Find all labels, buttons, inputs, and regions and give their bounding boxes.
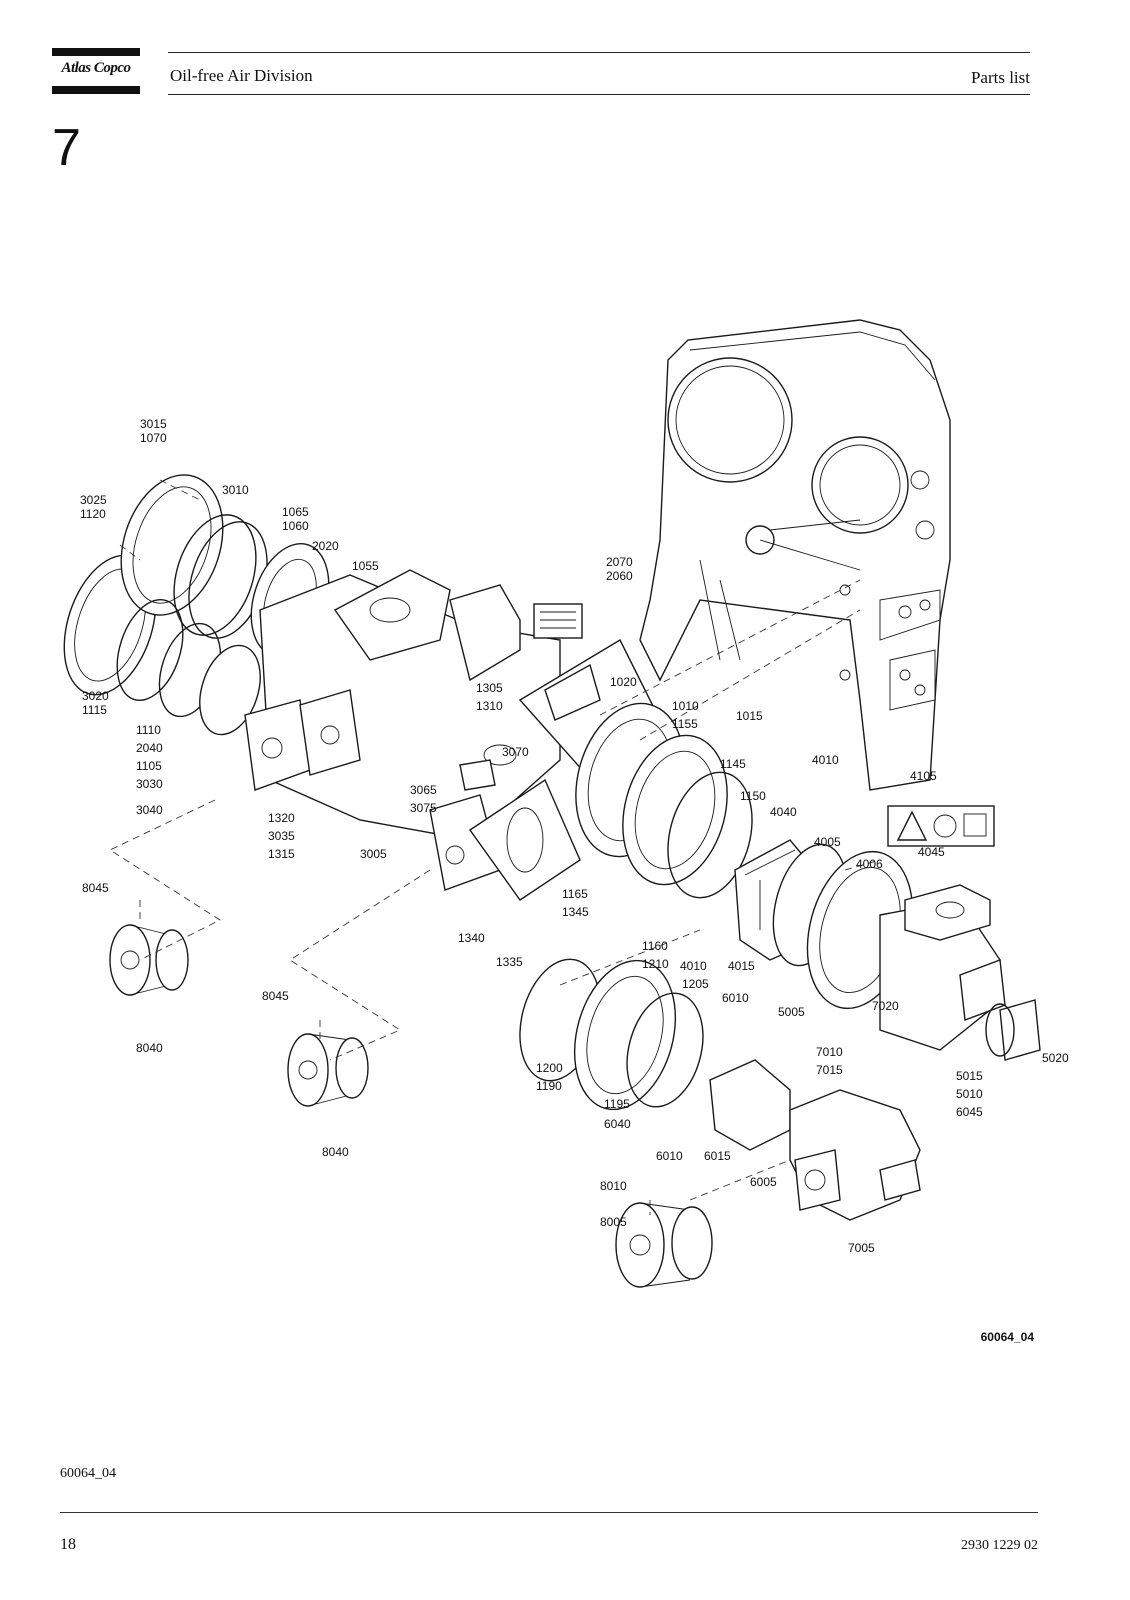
part-label: 6040	[604, 1117, 631, 1131]
discharge-flange-set	[575, 702, 753, 899]
part-label: 1340	[458, 931, 485, 945]
part-label: 1145	[720, 757, 746, 771]
outlet-pipe-assembly	[519, 958, 921, 1221]
header-rule-top	[168, 52, 1030, 53]
part-label: 2070	[606, 555, 633, 569]
figure-caption: 60064_04	[60, 1466, 116, 1481]
flange-stub-8040-a	[109, 924, 189, 996]
part-label: 1165	[562, 887, 588, 901]
part-label: 1205	[682, 977, 709, 991]
part-label: 4045	[918, 845, 945, 859]
part-label: 4015	[728, 959, 755, 973]
part-label: 1055	[352, 559, 379, 573]
part-label: 4010	[812, 753, 839, 767]
part-label: 6005	[750, 1175, 777, 1189]
part-label: 6010	[722, 991, 749, 1005]
logo-wordmark: Atlas Copco	[61, 60, 131, 76]
page-number: 18	[60, 1536, 76, 1553]
part-label: 4010	[680, 959, 707, 973]
document-number: 2930 1229 02	[961, 1538, 1038, 1553]
silencer-assembly	[734, 839, 1041, 1061]
part-label: 3070	[502, 745, 529, 759]
part-label: 1310	[476, 699, 503, 713]
part-label: 8045	[82, 881, 109, 895]
part-label: 1305	[476, 681, 503, 695]
figure-id: 60064_04	[980, 1330, 1034, 1344]
part-label: 7010	[816, 1045, 843, 1059]
header-rule-bottom	[168, 94, 1030, 95]
part-label: 1320	[268, 811, 295, 825]
part-label: 3015	[140, 417, 167, 431]
part-label: 2040	[136, 741, 163, 755]
part-label: 8005	[600, 1215, 627, 1229]
part-label: 8040	[322, 1145, 349, 1159]
section-title: Parts list	[970, 68, 1030, 87]
part-label: 5005	[778, 1005, 805, 1019]
part-label: 8045	[262, 989, 289, 1003]
footer-rule	[60, 1512, 1038, 1513]
part-label: 3025	[80, 493, 107, 507]
part-label: 1105	[136, 759, 162, 773]
data-plate-2060	[533, 603, 583, 639]
part-label: 5015	[956, 1069, 983, 1083]
part-label: 1160	[642, 939, 668, 953]
part-label: 8040	[136, 1041, 163, 1055]
part-label: 1200	[536, 1061, 563, 1075]
part-label: 1150	[740, 789, 766, 803]
part-label: 4040	[770, 805, 797, 819]
atlas-copco-logo: Atlas Copco	[52, 48, 140, 94]
flange-stub-8005	[615, 1202, 713, 1288]
part-label: 3075	[410, 801, 437, 815]
part-label: 4006	[856, 857, 883, 871]
part-label: 1190	[536, 1079, 562, 1093]
part-label: 7015	[816, 1063, 843, 1077]
part-label: 5020	[1042, 1051, 1069, 1065]
part-label: 3040	[136, 803, 163, 817]
part-label: 6010	[656, 1149, 683, 1163]
part-label: 1115	[82, 703, 107, 717]
part-label: 3035	[268, 829, 295, 843]
part-label: 1065	[282, 505, 309, 519]
part-label: 1315	[268, 847, 295, 861]
part-label: 4105	[910, 769, 937, 783]
chapter-number: 7	[52, 119, 81, 177]
gear-casing	[639, 319, 951, 791]
part-label: 6045	[956, 1105, 983, 1119]
part-label: 4005	[814, 835, 841, 849]
part-label: 7005	[848, 1241, 875, 1255]
part-label: 1345	[562, 905, 589, 919]
part-label: 5010	[956, 1087, 983, 1101]
part-labels: 3015 1070 3010 3025 1120 1065 1060 2020 …	[80, 417, 1069, 1255]
part-label: 3030	[136, 777, 163, 791]
part-label: 3065	[410, 783, 437, 797]
part-label: 3020	[82, 689, 109, 703]
part-label: 8010	[600, 1179, 627, 1193]
flange-stub-8040-b	[287, 1033, 369, 1107]
part-label: 1110	[136, 723, 161, 737]
part-label: 1210	[642, 957, 669, 971]
part-label: 1155	[672, 717, 698, 731]
part-label: 1070	[140, 431, 167, 445]
warning-decal-4105	[887, 805, 995, 847]
part-label: 7020	[872, 999, 899, 1013]
part-label: 1020	[610, 675, 637, 689]
part-label: 1195	[604, 1097, 630, 1111]
part-label: 3010	[222, 483, 249, 497]
part-label: 1010	[672, 699, 699, 713]
part-label: 1015	[736, 709, 763, 723]
compressor-housing	[244, 569, 661, 901]
part-label: 2060	[606, 569, 633, 583]
part-label: 1120	[80, 507, 106, 521]
part-label: 6015	[704, 1149, 731, 1163]
part-label: 3005	[360, 847, 387, 861]
part-label: 2020	[312, 539, 339, 553]
part-label: 1060	[282, 519, 309, 533]
assembly-path-lines	[109, 479, 881, 1215]
division-title: Oil-free Air Division	[170, 66, 313, 85]
part-label: 1335	[496, 955, 523, 969]
